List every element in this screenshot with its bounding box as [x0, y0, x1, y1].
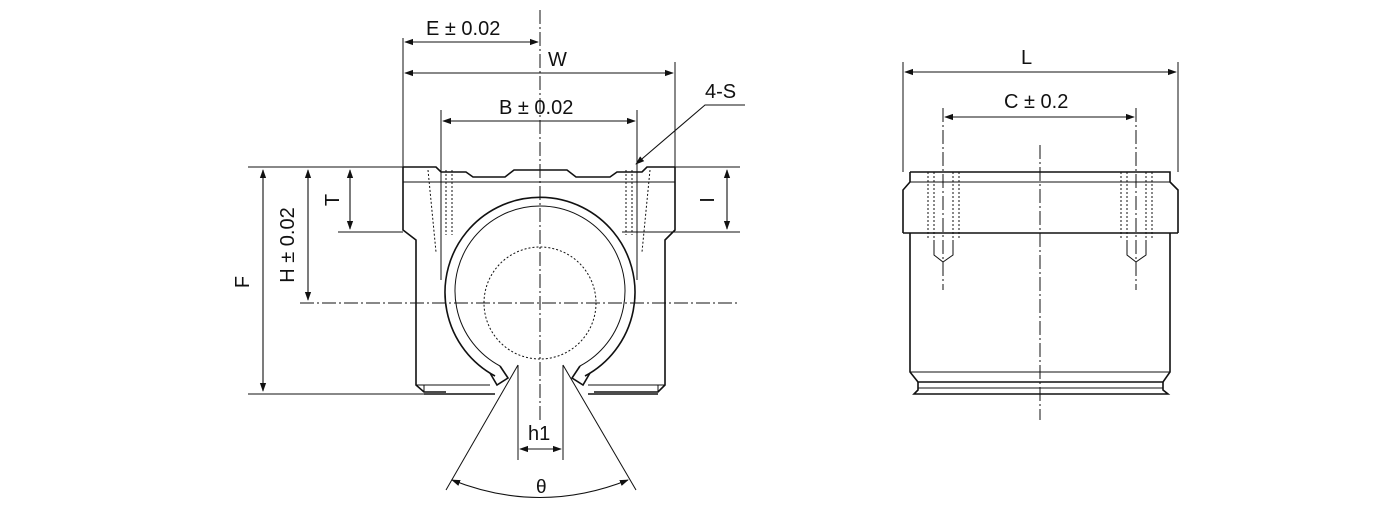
dim-w-label: W — [548, 49, 567, 71]
dim-t-label: T — [322, 194, 344, 206]
extension-lines — [248, 38, 740, 491]
dim-e-label: E ± 0.02 — [426, 18, 500, 40]
front-view: E ± 0.02 W B ± 0.02 4-S T I H ± 0.02 F h… — [232, 10, 745, 499]
dim-l-label: L — [1021, 47, 1032, 69]
dim-c-label: C ± 0.2 — [1004, 91, 1068, 113]
dim-b-label: B ± 0.02 — [499, 97, 573, 119]
dim-i-label: I — [697, 197, 719, 203]
side-view: L C ± 0.2 — [902, 47, 1179, 420]
dim-4s-label: 4-S — [705, 81, 736, 103]
dim-h1-label: h1 — [528, 423, 550, 445]
dim-theta-label: θ — [536, 477, 547, 498]
side-bolt-holes — [927, 172, 1153, 263]
dim-h-label: H ± 0.02 — [277, 207, 299, 282]
dim-f-label: F — [232, 276, 254, 288]
dimension-lines — [259, 38, 745, 499]
tapped-holes — [427, 169, 651, 280]
housing-outline — [402, 166, 676, 395]
